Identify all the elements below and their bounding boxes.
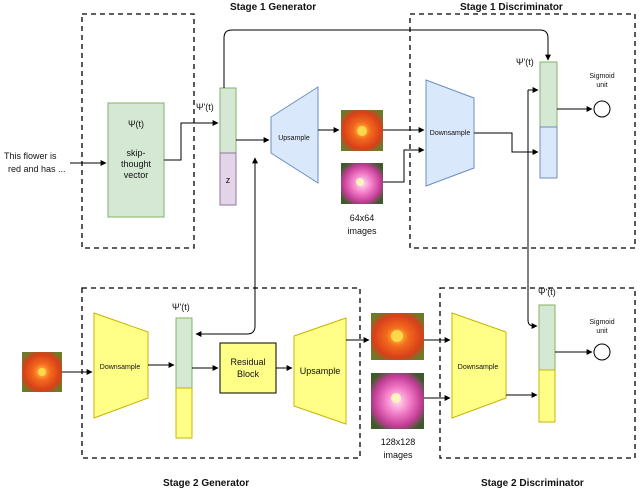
stage2-images-caption-line2: images bbox=[383, 450, 413, 460]
stage2-discriminator-box bbox=[439, 287, 636, 459]
arrow-real-to-downsample bbox=[383, 147, 425, 183]
residual-block-label-line2: Block bbox=[237, 369, 260, 379]
stage2-sigmoid-label-line1: Sigmoid bbox=[589, 319, 614, 326]
stage2-psi-prime-label: Ψ'(t) bbox=[172, 302, 190, 312]
stage1-images-caption-line1: 64x64 bbox=[350, 213, 375, 223]
stage1-disc-psi-label: Ψ'(t) bbox=[516, 57, 534, 67]
encoder-psi-label: Ψ(t) bbox=[128, 119, 144, 129]
arrow-conditioning-to-stage2-disc bbox=[527, 90, 538, 329]
stage2-generated-image-center bbox=[391, 330, 403, 342]
stage2-discriminator-title: Stage 2 Discriminator bbox=[481, 478, 584, 489]
arrow-encoder-to-vector bbox=[164, 120, 219, 161]
stage2-disc-downsample-block bbox=[451, 312, 507, 419]
stage2-disc-conditioning-vector bbox=[538, 304, 556, 371]
skip-thought-encoder bbox=[107, 102, 165, 218]
stage1-discriminator-box bbox=[409, 13, 636, 249]
encoder-text-line1: skip- bbox=[126, 148, 145, 158]
residual-block bbox=[219, 342, 277, 394]
stage2-real-image-center bbox=[391, 393, 401, 403]
stage1-real-image-center bbox=[356, 178, 364, 186]
stage2-sigmoid-unit bbox=[593, 343, 611, 361]
stage2-downsample-block bbox=[93, 312, 149, 419]
stage2-disc-feature-vector bbox=[538, 369, 556, 423]
stage1-downsample-block bbox=[425, 79, 475, 187]
stage2-disc-psi-label: Ψ'(t) bbox=[538, 287, 556, 297]
stage2-input-image-center bbox=[38, 368, 46, 376]
stage2-images-caption-line1: 128x128 bbox=[381, 437, 416, 447]
stage1-sigmoid-unit bbox=[593, 100, 611, 118]
stage1-discriminator-title: Stage 1 Discriminator bbox=[460, 2, 563, 13]
stage2-downsample-label: Downsample bbox=[100, 364, 141, 371]
stage1-upsample-label: Upsample bbox=[278, 135, 310, 142]
arrow-downsample-to-disc-vector bbox=[474, 132, 539, 155]
input-text-line1: This flower is bbox=[4, 151, 57, 161]
stage2-sigmoid-label-line2: unit bbox=[596, 328, 607, 335]
stage1-sigmoid-label-line2: unit bbox=[596, 82, 607, 89]
residual-block-label-line1: Residual bbox=[230, 357, 265, 367]
stage1-disc-feature-vector bbox=[539, 126, 558, 179]
stage1-conditioning-vector bbox=[219, 87, 237, 154]
stage2-upsample-block bbox=[293, 317, 347, 425]
encoder-text-line3: vector bbox=[124, 170, 149, 180]
stage1-text-encoder-box bbox=[81, 13, 195, 249]
arrow-conditioning-to-stage2-generator bbox=[195, 157, 258, 337]
connectors bbox=[62, 29, 593, 401]
noise-z-label: z bbox=[226, 175, 231, 185]
stage2-generator-title: Stage 2 Generator bbox=[163, 478, 249, 489]
stage1-psi-prime-label: Ψ'(t) bbox=[196, 102, 214, 112]
encoder-text-line2: thought bbox=[121, 159, 152, 169]
stage2-disc-downsample-label: Downsample bbox=[458, 364, 499, 371]
stage1-disc-conditioning-vector bbox=[539, 61, 558, 128]
stage1-images-caption-line2: images bbox=[347, 226, 377, 236]
stage1-generator-title: Stage 1 Generator bbox=[230, 2, 316, 13]
stage1-downsample-label: Downsample bbox=[430, 130, 471, 137]
stage1-sigmoid-label-line1: Sigmoid bbox=[589, 73, 614, 80]
stage1-generated-image-center bbox=[357, 126, 367, 136]
stage2-upsample-label: Upsample bbox=[300, 366, 341, 376]
input-text-line2: red and has ... bbox=[8, 164, 66, 174]
arrow-conditioning-to-stage1-disc bbox=[223, 29, 551, 88]
stage2-feature-vector bbox=[175, 387, 193, 439]
stage1-upsample-block bbox=[270, 86, 319, 184]
stage2-conditioning-vector bbox=[175, 317, 193, 389]
